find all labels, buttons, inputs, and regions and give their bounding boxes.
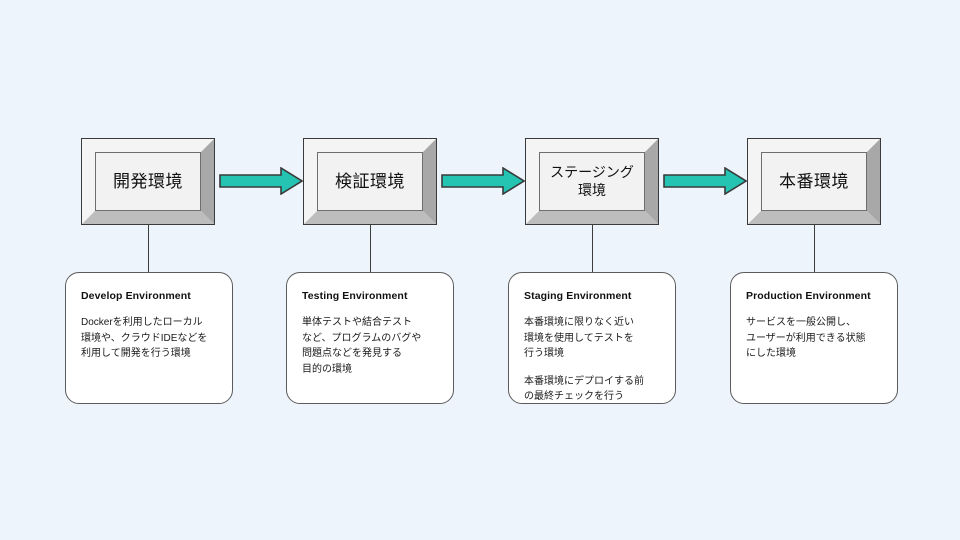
card-title-staging: Staging Environment [524, 290, 632, 302]
env-box-label: 開発環境 [113, 171, 183, 191]
card-body-develop: Dockerを利用したローカル 環境や、クラウドIDEなどを 利用して開発を行う… [81, 315, 218, 362]
card-paragraph: 本番環境に限りなく近い 環境を使用してテストを 行う環境 [524, 317, 634, 359]
box-bevel [82, 139, 214, 224]
env-box-face: 本番環境 [761, 152, 867, 211]
connector-line-testing [370, 225, 371, 272]
connector-line-staging [592, 225, 593, 272]
env-box-testing[interactable]: 検証環境 [303, 138, 437, 225]
env-box-production[interactable]: 本番環境 [747, 138, 881, 225]
connector-line-develop [148, 225, 149, 272]
connector-line-production [814, 225, 815, 272]
card-body-testing: 単体テストや結合テスト など、プログラムのバグや 問題点などを発見する 目的の環… [302, 315, 439, 377]
env-box-face: 検証環境 [317, 152, 423, 211]
card-title-testing: Testing Environment [302, 290, 408, 302]
info-card-testing[interactable]: Testing Environment 単体テストや結合テスト など、プログラム… [286, 272, 454, 404]
env-box-develop[interactable]: 開発環境 [81, 138, 215, 225]
card-paragraph: サービスを一般公開し、 ユーザーが利用できる状態 にした環境 [746, 317, 866, 359]
env-box-face: ステージング 環境 [539, 152, 645, 211]
card-body-production: サービスを一般公開し、 ユーザーが利用できる状態 にした環境 [746, 315, 883, 362]
info-card-develop[interactable]: Develop Environment Dockerを利用したローカル 環境や、… [65, 272, 233, 404]
env-box-label: 検証環境 [335, 171, 405, 191]
arrow-testing-to-staging [441, 167, 525, 195]
card-paragraph: 本番環境にデプロイする前 の最終チェックを行う [524, 375, 644, 403]
arrow-develop-to-testing [219, 167, 303, 195]
env-box-label: ステージング 環境 [550, 164, 634, 198]
box-bevel [748, 139, 880, 224]
card-title-production: Production Environment [746, 290, 871, 302]
env-box-label: 本番環境 [779, 171, 849, 191]
info-card-staging[interactable]: Staging Environment 本番環境に限りなく近い 環境を使用してテ… [508, 272, 676, 404]
box-bevel [304, 139, 436, 224]
info-card-production[interactable]: Production Environment サービスを一般公開し、 ユーザーが… [730, 272, 898, 404]
env-box-staging[interactable]: ステージング 環境 [525, 138, 659, 225]
card-title-develop: Develop Environment [81, 290, 191, 302]
arrow-staging-to-production [663, 167, 747, 195]
card-paragraph: Dockerを利用したローカル 環境や、クラウドIDEなどを 利用して開発を行う… [81, 317, 208, 359]
env-box-face: 開発環境 [95, 152, 201, 211]
box-bevel [526, 139, 658, 224]
card-paragraph: 単体テストや結合テスト など、プログラムのバグや 問題点などを発見する 目的の環… [302, 317, 422, 375]
card-body-staging: 本番環境に限りなく近い 環境を使用してテストを 行う環境 本番環境にデプロイする… [524, 315, 661, 405]
